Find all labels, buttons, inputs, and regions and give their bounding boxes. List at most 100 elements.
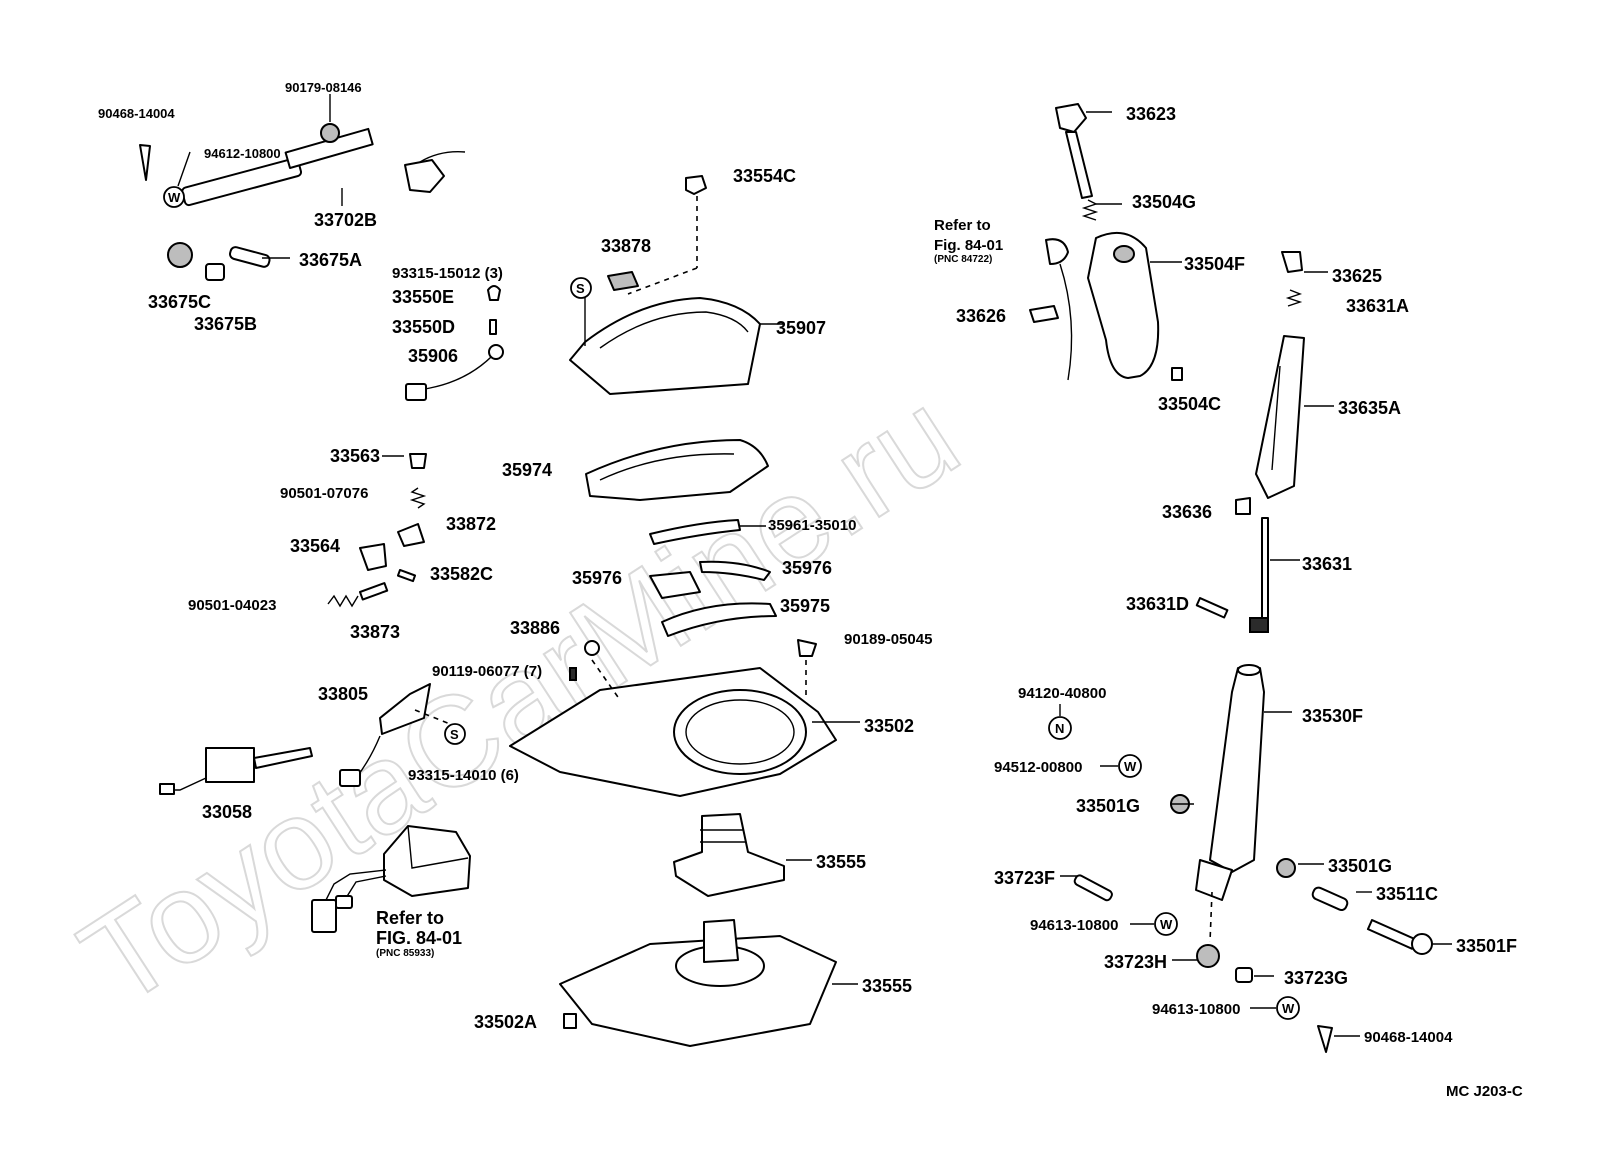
- label-33504G: 33504G: [1132, 192, 1196, 212]
- button-33623: [1055, 103, 1087, 133]
- label-33501G-right: 33501G: [1328, 856, 1392, 876]
- collar-33675b: [205, 263, 225, 281]
- label-90501-04023: 90501-04023: [188, 597, 276, 614]
- bushing-33886: [584, 640, 600, 656]
- linkage-group: [139, 94, 466, 281]
- bolt-90119: [569, 667, 577, 681]
- label-93315-14010: 93315-14010 (6): [408, 767, 519, 784]
- collar-33723g: [1235, 967, 1253, 983]
- label-33636: 33636: [1162, 502, 1212, 522]
- label-33563: 33563: [330, 446, 380, 466]
- label-33550E: 33550E: [392, 287, 454, 307]
- control-unit: [383, 825, 471, 897]
- label-33626: 33626: [956, 306, 1006, 326]
- shift-rod-group: [1195, 251, 1334, 633]
- clip-90468: [1317, 1025, 1333, 1053]
- svg-text:N: N: [1055, 721, 1064, 736]
- washer-symbol-94612: W: [163, 186, 185, 208]
- label-33675A: 33675A: [299, 250, 362, 270]
- ref-right-line2: Fig. 84-01: [934, 237, 1003, 254]
- label-33675B: 33675B: [194, 314, 257, 334]
- boot-plate-33555-lower: [559, 935, 837, 1047]
- ref-right-line1: Refer to: [934, 217, 991, 234]
- clip-33636: [1235, 497, 1251, 515]
- label-33554C: 33554C: [733, 166, 796, 186]
- label-33623: 33623: [1126, 104, 1176, 124]
- indicator-group: [585, 439, 777, 637]
- label-90189-05045: 90189-05045: [844, 631, 932, 648]
- label-33635A: 33635A: [1338, 398, 1401, 418]
- pin-33582c: [396, 569, 417, 583]
- ref-right-line3: (PNC 84722): [934, 254, 992, 265]
- pad-33878: [607, 271, 639, 291]
- rod-end: [404, 159, 445, 193]
- label-35961-35010: 35961-35010: [768, 517, 856, 534]
- figure-code: MC J203-C: [1446, 1083, 1523, 1100]
- socket-33550d: [489, 319, 497, 335]
- label-33675C: 33675C: [148, 292, 211, 312]
- pin-33511c: [1311, 886, 1349, 912]
- label-33723F: 33723F: [994, 868, 1055, 888]
- label-33550D: 33550D: [392, 317, 455, 337]
- nut-33502a: [563, 1013, 577, 1029]
- label-33555-upper: 33555: [816, 852, 866, 872]
- label-90468-14004-left: 90468-14004: [98, 106, 175, 121]
- label-33502: 33502: [864, 716, 914, 736]
- rod-33631-end: [1249, 617, 1269, 633]
- pin-33563: [409, 453, 427, 469]
- label-33878: 33878: [601, 236, 651, 256]
- bracket-33805: [379, 683, 431, 735]
- bolt-33501f: [1366, 919, 1417, 950]
- label-33631D: 33631D: [1126, 594, 1189, 614]
- label-33501F: 33501F: [1456, 936, 1517, 956]
- label-33501G-left: 33501G: [1076, 796, 1140, 816]
- bushing-33675c: [167, 242, 193, 268]
- pin-33723f: [1073, 874, 1113, 902]
- clip-90189: [797, 639, 817, 657]
- label-94613-10800-upper: 94613-10800: [1030, 917, 1118, 934]
- knob-33504f: [1087, 231, 1160, 379]
- label-35976-left: 35976: [572, 568, 622, 588]
- shift-knob-group: [1029, 103, 1183, 381]
- bracket-33872: [397, 523, 425, 547]
- ref-left-line3: (PNC 85933): [376, 948, 434, 959]
- cap-33625: [1281, 251, 1303, 273]
- lever-group: [1060, 664, 1452, 1053]
- switch-ref-84722: [1045, 238, 1069, 265]
- label-33582C: 33582C: [430, 564, 493, 584]
- pin-33631d: [1195, 596, 1229, 619]
- label-33723G: 33723G: [1284, 968, 1348, 988]
- bushing-33723h: [1196, 944, 1220, 968]
- label-35907: 35907: [776, 318, 826, 338]
- lever-33564: [359, 543, 387, 571]
- clip-pin: [139, 144, 151, 181]
- bulb-33550e: [487, 285, 501, 301]
- label-33702B: 33702B: [314, 210, 377, 230]
- svg-text:S: S: [576, 281, 585, 296]
- label-35974: 35974: [502, 460, 552, 480]
- bushing-top: [320, 123, 340, 143]
- label-90501-07076: 90501-07076: [280, 485, 368, 502]
- label-33723H: 33723H: [1104, 952, 1167, 972]
- plate-35961-35010: [649, 519, 741, 545]
- connector-33805: [339, 769, 361, 787]
- svg-text:W: W: [1124, 759, 1137, 774]
- screw-symbol-93315-15012: S: [570, 277, 592, 299]
- label-35975: 35975: [780, 596, 830, 616]
- label-33504C: 33504C: [1158, 394, 1221, 414]
- washer-symbol-94613-10800-upper: W: [1154, 912, 1178, 936]
- washer-symbol-94512-00800: W: [1118, 754, 1142, 778]
- nut-symbol-94120-40800: N: [1048, 716, 1072, 740]
- cover-35907: [569, 297, 761, 395]
- label-33058: 33058: [202, 802, 252, 822]
- label-33805: 33805: [318, 684, 368, 704]
- label-33530F: 33530F: [1302, 706, 1363, 726]
- ref-left-line2: FIG. 84-01: [376, 928, 462, 948]
- boot-33555-upper: [673, 813, 785, 897]
- label-33504F: 33504F: [1184, 254, 1245, 274]
- housing-35974: [585, 439, 769, 501]
- label-93315-15012: 93315-15012 (3): [392, 265, 503, 282]
- label-33872: 33872: [446, 514, 496, 534]
- label-33886: 33886: [510, 618, 560, 638]
